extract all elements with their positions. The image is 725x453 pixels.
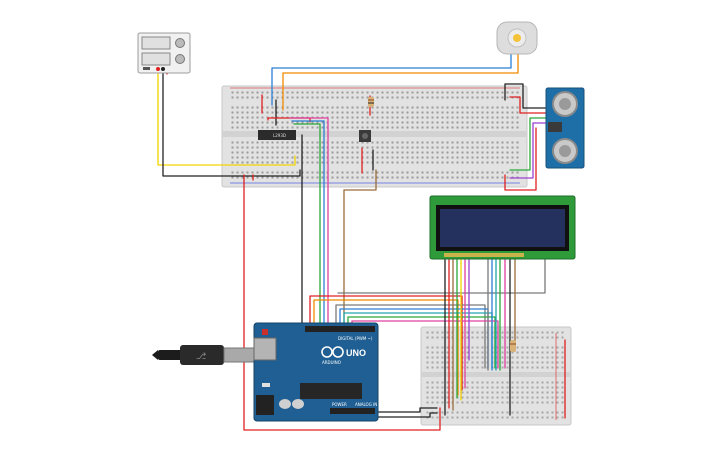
power-header-label: POWER [332,402,347,407]
current-knob-icon[interactable] [175,54,185,64]
dc-motor[interactable] [496,21,538,55]
motor-shaft-icon [513,34,521,42]
resistor-small-board[interactable] [510,340,516,352]
analog-header-label: ANALOG IN [355,402,377,407]
wire-sensor-green[interactable] [509,117,549,171]
wire-sensor-purple[interactable] [509,122,549,179]
wire-sensor-red[interactable] [509,96,549,114]
wire-chip-pink[interactable] [289,117,329,326]
motor-driver-chip[interactable]: L293D [258,130,296,140]
wire-power-red[interactable] [243,174,441,431]
usb-icon: ⎇ [196,352,207,362]
wire-motor-blue[interactable] [271,49,512,106]
reset-button[interactable] [262,329,268,335]
wires [157,49,566,431]
main-breadboard[interactable] [221,85,528,188]
arduino-model: UNO [346,348,366,358]
resistor[interactable] [368,97,374,107]
arduino-brand: ARDUINO [322,360,341,365]
wire-chip-blue[interactable] [291,120,325,326]
wire-motor-orange[interactable] [282,49,519,111]
ultrasonic-sensor[interactable] [545,87,585,169]
wire-psu-black[interactable] [162,69,301,177]
wire-psu-yellow[interactable] [157,69,296,166]
wire-button-brown[interactable] [343,169,377,326]
wire-chip-red[interactable] [267,117,311,123]
power-supply[interactable] [137,32,191,74]
wire-sensor-black[interactable] [504,83,549,109]
push-button[interactable] [359,130,371,142]
arduino-logo-icon [321,346,333,358]
arduino-uno[interactable]: ARDUINO UNO DIGITAL (PWM ~) POWER ANALOG… [253,322,379,422]
lcd-display[interactable] [429,195,576,260]
lcd-screen [440,209,565,247]
chip-label: L293D [273,133,286,138]
voltage-knob-icon[interactable] [175,38,185,48]
digital-header-label: DIGITAL (PWM ~) [338,336,373,341]
wire-chip-green[interactable] [293,123,321,326]
usb-cable[interactable]: ⎇ [152,345,255,365]
